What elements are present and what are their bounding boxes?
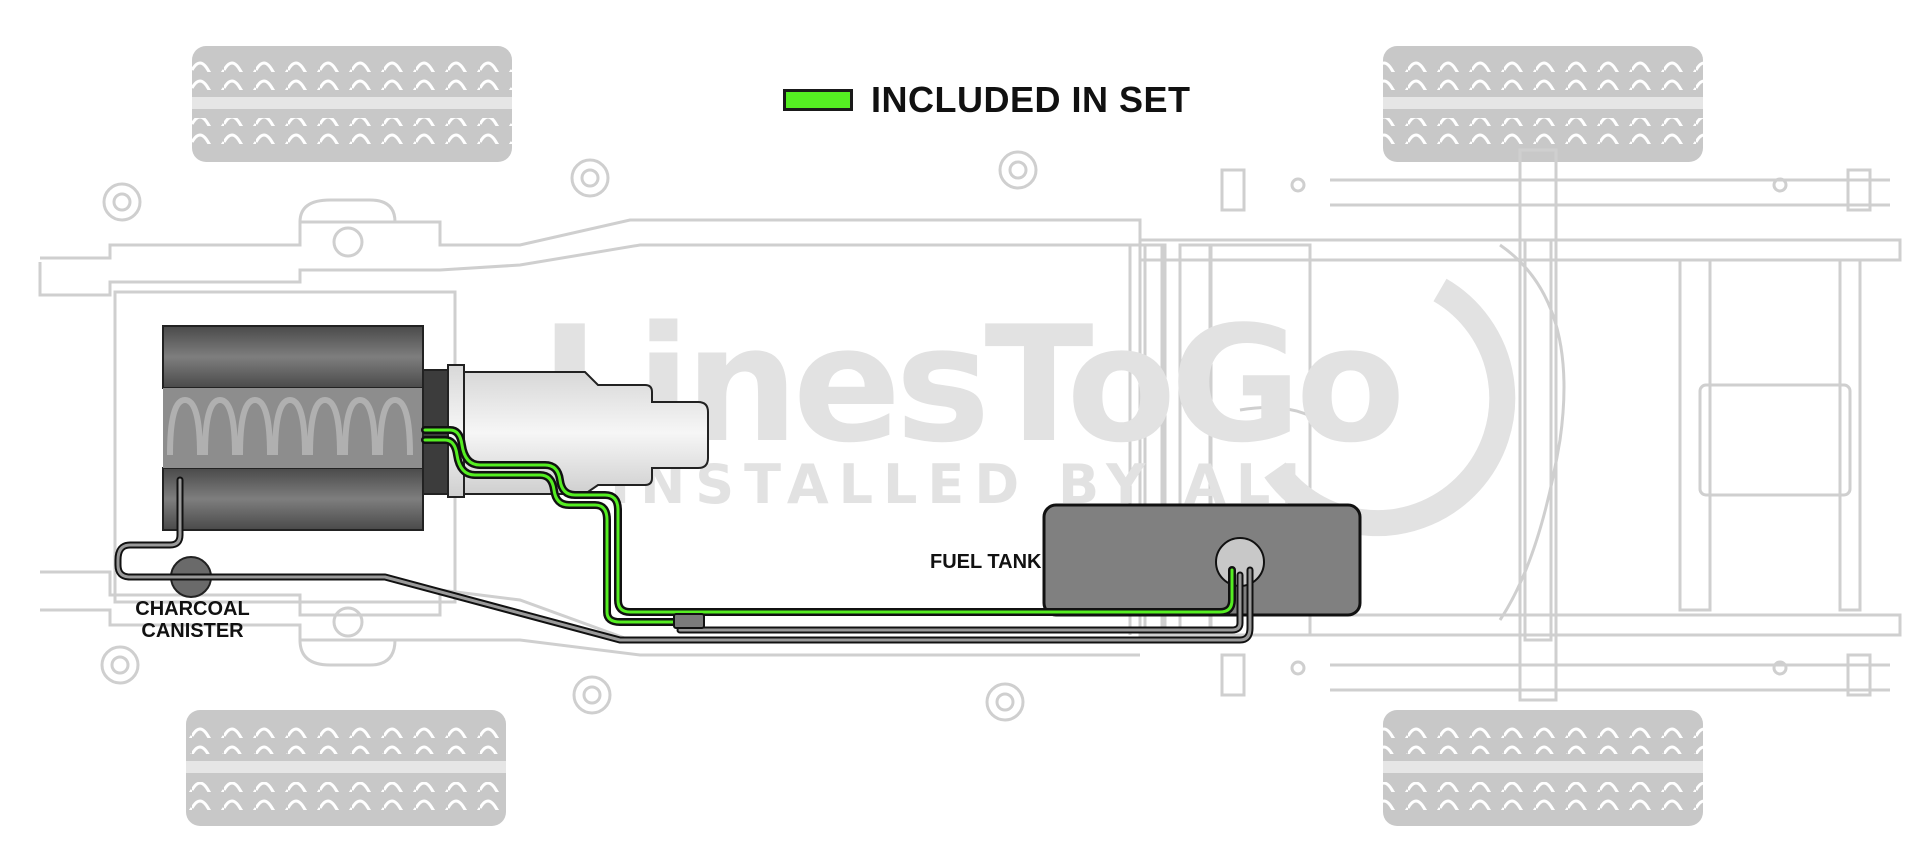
- fuel-tank: [1042, 503, 1362, 617]
- tire-rear-left: [1383, 46, 1703, 162]
- charcoal-canister-label: CHARCOAL CANISTER: [135, 598, 250, 642]
- tire-front-right: [186, 710, 506, 826]
- legend: INCLUDED IN SET: [783, 79, 1191, 120]
- charcoal-canister-label-line2: CANISTER: [141, 620, 244, 642]
- included-lines: [421, 426, 1236, 629]
- fuel-tank-label: FUEL TANK: [930, 551, 1042, 573]
- engine: [162, 325, 452, 531]
- legend-swatch-included: [783, 89, 853, 111]
- tire-rear-right: [1383, 710, 1703, 826]
- tire-front-left: [192, 46, 512, 162]
- legend-label: INCLUDED IN SET: [871, 79, 1191, 120]
- charcoal-canister-label-line1: CHARCOAL: [135, 598, 250, 620]
- chassis-frame: [38, 148, 1902, 722]
